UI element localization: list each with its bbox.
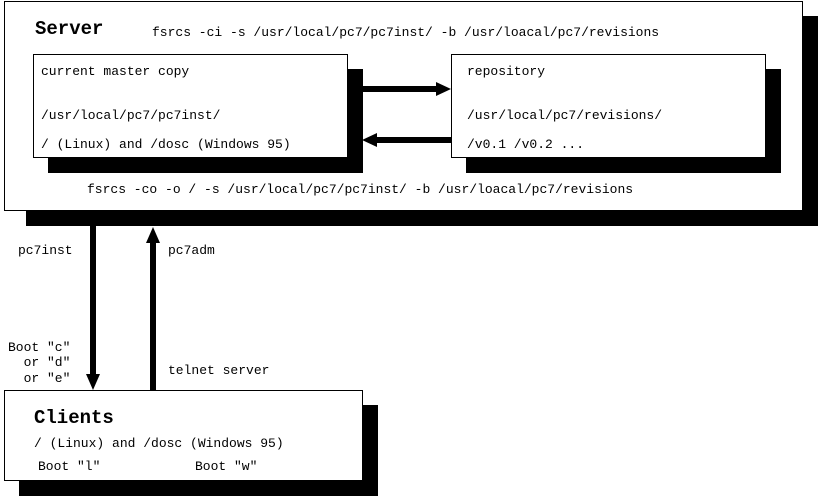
clients-title: Clients (34, 407, 114, 429)
checkout-command: fsrcs -co -o / -s /usr/local/pc7/pc7inst… (87, 182, 634, 197)
pc7inst-label: pc7inst (18, 243, 73, 258)
boot-option-e: or "e" (8, 371, 71, 386)
pc7adm-up-arrow (146, 227, 160, 390)
master-targets: / (Linux) and /dosc (Windows 95) (41, 137, 291, 152)
master-copy-box (33, 54, 348, 158)
master-title: current master copy (41, 64, 190, 79)
server-title: Server (35, 18, 104, 40)
repository-title: repository (467, 64, 546, 79)
clients-targets: / (Linux) and /dosc (Windows 95) (34, 436, 284, 451)
checkin-arrow (362, 82, 451, 96)
master-path: /usr/local/pc7/pc7inst/ (41, 108, 221, 123)
clients-box (4, 390, 363, 481)
telnet-label: telnet server (168, 363, 270, 378)
checkin-command: fsrcs -ci -s /usr/local/pc7/pc7inst/ -b … (152, 25, 660, 40)
clients-boot-windows: Boot "w" (195, 459, 258, 474)
checkout-arrow (362, 133, 451, 147)
pc7adm-label: pc7adm (168, 243, 215, 258)
boot-option-c: Boot "c" (8, 340, 71, 355)
repository-versions: /v0.1 /v0.2 ... (467, 137, 585, 152)
pc7inst-down-arrow (86, 226, 100, 390)
boot-option-d: or "d" (8, 355, 71, 370)
clients-boot-linux: Boot "l" (38, 459, 101, 474)
repository-path: /usr/local/pc7/revisions/ (467, 108, 663, 123)
repository-box (451, 54, 766, 158)
